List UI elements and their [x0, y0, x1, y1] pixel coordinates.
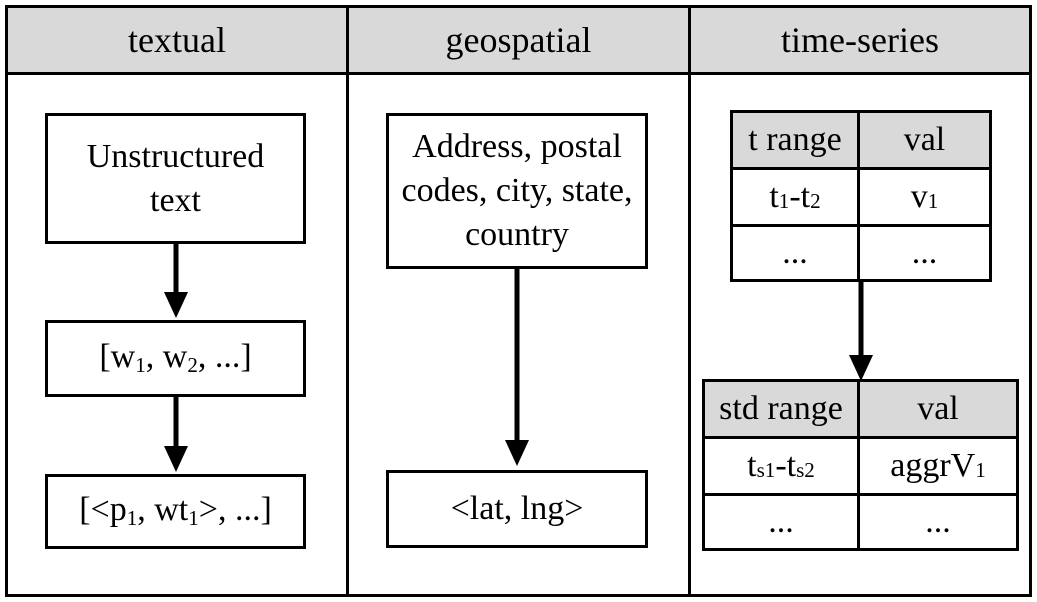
- header-textual: textual: [128, 20, 226, 60]
- table2-cell: ...: [705, 496, 860, 548]
- table2-cell: ...: [925, 503, 951, 540]
- arrow-geospatial-head: [505, 440, 529, 466]
- arrow-textual-2-head: [164, 446, 188, 472]
- column-divider-2: [688, 5, 691, 597]
- arrow-textual-1-head: [164, 292, 188, 318]
- column-divider-1: [346, 5, 349, 597]
- header-band: [8, 8, 1029, 72]
- arrow-timeseries-head: [849, 355, 873, 381]
- unstructured-text-box: Unstructured text: [45, 113, 306, 244]
- unstructured-text-label: Unstructured text: [86, 137, 265, 219]
- weighted-pairs-label: [<p1, wt1>, ...]: [79, 491, 272, 530]
- table2-header-val: val: [860, 382, 1016, 439]
- table2-header-range: std range: [705, 382, 860, 439]
- diagram-frame: [5, 5, 1032, 597]
- weighted-pairs-box: [<p1, wt1>, ...]: [45, 474, 306, 549]
- header-time-series: time-series: [781, 20, 939, 60]
- lat-lng-box: <lat, lng>: [386, 470, 648, 548]
- table1-header-val: val: [860, 113, 989, 170]
- table1-cell: ...: [911, 234, 938, 271]
- table1-header-range: t range: [733, 113, 860, 170]
- word-list-box: [w1, w2, ...]: [45, 320, 306, 397]
- address-label: Address, postal codes, city, state, coun…: [401, 128, 633, 253]
- address-box: Address, postal codes, city, state, coun…: [386, 113, 648, 269]
- header-divider: [5, 72, 1032, 75]
- table1-cell: ...: [733, 227, 860, 279]
- lat-lng-label: <lat, lng>: [450, 490, 584, 527]
- word-list-label: [w1, w2, ...]: [99, 338, 252, 377]
- header-geospatial: geospatial: [445, 20, 592, 60]
